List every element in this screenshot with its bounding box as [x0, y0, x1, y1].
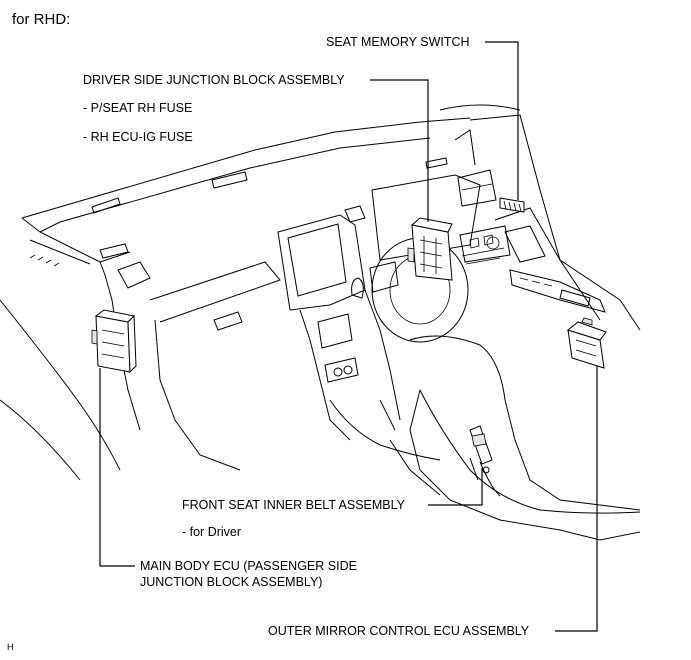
leader-seat-memory-switch — [485, 41, 519, 200]
front-seat-inner-belt-part — [469, 425, 501, 497]
leader-main-body-ecu — [99, 368, 135, 567]
front-seat-inner-belt-label: FRONT SEAT INNER BELT ASSEMBLY — [182, 498, 405, 512]
driver-seat — [379, 335, 641, 541]
leader-outer-mirror-ecu — [555, 366, 598, 632]
dashboard-outline — [21, 117, 471, 431]
seat-memory-switch-label: SEAT MEMORY SWITCH — [326, 35, 470, 49]
main-body-ecu-part — [91, 309, 137, 374]
passenger-side-dash — [0, 243, 281, 481]
outer-mirror-ecu-part — [566, 317, 607, 369]
pseat-rh-fuse-label: - P/SEAT RH FUSE — [83, 101, 193, 115]
seat-memory-switch-part — [499, 197, 525, 213]
driver-side-junction-block-label: DRIVER SIDE JUNCTION BLOCK ASSEMBLY — [83, 73, 345, 87]
driver-door — [439, 104, 641, 331]
diagram-title: for RHD: — [12, 11, 71, 28]
for-driver-note: - for Driver — [182, 525, 242, 539]
driver-side-junction-block-part — [407, 217, 453, 281]
leader-front-seat-belt — [428, 468, 483, 506]
figure-code: H — [7, 642, 14, 652]
main-body-ecu-label-line1: MAIN BODY ECU (PASSENGER SIDE — [140, 559, 357, 573]
rh-ecu-ig-fuse-label: - RH ECU-IG FUSE — [83, 130, 193, 144]
main-body-ecu-label-line2: JUNCTION BLOCK ASSEMBLY) — [140, 575, 323, 589]
center-console — [277, 205, 441, 461]
leader-driver-side-jb — [370, 79, 429, 222]
outer-mirror-control-ecu-label: OUTER MIRROR CONTROL ECU ASSEMBLY — [268, 624, 530, 638]
leader-lines — [99, 41, 598, 632]
